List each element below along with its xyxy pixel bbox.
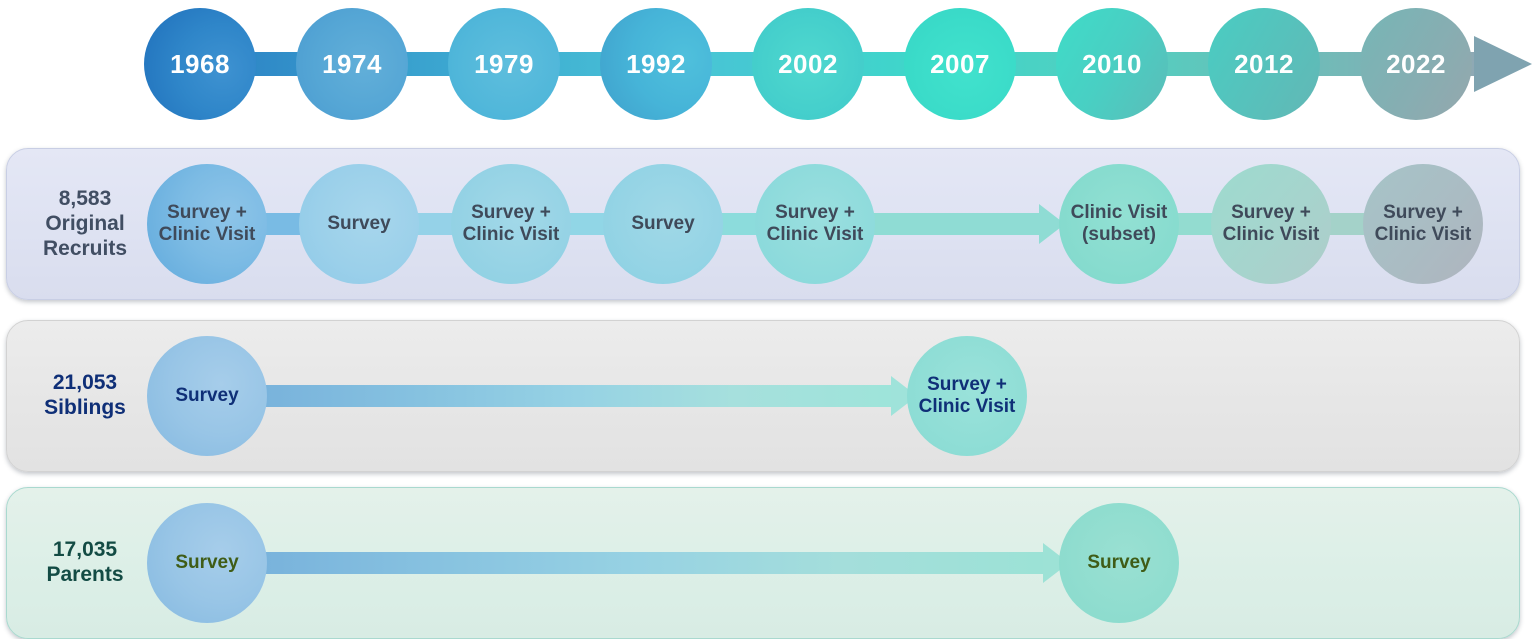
event-node-2010[interactable]: Survey [1059,503,1179,623]
event-line-1: Survey + [775,202,855,224]
cohort-label-siblings: 21,053 Siblings [21,371,149,421]
timeline-year-label: 2007 [930,48,990,79]
timeline-year-label: 2012 [1234,48,1294,79]
event-line-1: Survey + [471,202,551,224]
event-line-2: (subset) [1082,224,1156,245]
event-node-1992[interactable]: Survey [603,164,723,284]
timeline-year-2007[interactable]: 2007 [904,8,1016,120]
cohort-label-parents: 17,035 Parents [21,538,149,588]
connector-2012-2022 [1329,213,1373,235]
timeline-year-2012[interactable]: 2012 [1208,8,1320,120]
timeline-year-label: 1968 [170,48,230,79]
event-node-1968[interactable]: Survey + Clinic Visit [147,164,267,284]
event-line-1: Survey + [1383,202,1463,224]
cohort-row-parents: 17,035 Parents Survey Survey [6,487,1520,639]
event-node-2002[interactable]: Survey + Clinic Visit [755,164,875,284]
event-line-2: Clinic Visit [1222,224,1320,245]
event-line-2: Clinic Visit [1374,224,1472,245]
event-node-1979[interactable]: Survey + Clinic Visit [451,164,571,284]
event-line-1: Clinic Visit [1070,202,1168,224]
timeline-year-1974[interactable]: 1974 [296,8,408,120]
cohort-count: 17,035 [52,538,118,562]
arrow-2002-2010 [873,204,1065,244]
connector-1992-2002 [721,213,765,235]
event-line-2: Clinic Visit [766,224,864,245]
event-line-2: Clinic Visit [918,396,1016,417]
event-line-1: Survey [175,385,239,407]
event-line-2: Clinic Visit [462,224,560,245]
timeline-year-1979[interactable]: 1979 [448,8,560,120]
timeline-year-label: 2002 [778,48,838,79]
timeline-year-label: 1992 [626,48,686,79]
event-node-1968[interactable]: Survey [147,503,267,623]
timeline-year-2022[interactable]: 2022 [1360,8,1472,120]
event-node-2012[interactable]: Survey + Clinic Visit [1211,164,1331,284]
event-line-1: Survey [175,552,239,574]
cohort-group-line1: Parents [46,563,124,586]
timeline-strip: 1968 1974 1979 1992 2002 2007 2010 2012 … [0,0,1536,130]
timeline-year-label: 2022 [1386,48,1446,79]
event-node-2007[interactable]: Survey + Clinic Visit [907,336,1027,456]
event-line-1: Survey [327,213,391,235]
cohort-row-siblings: 21,053 Siblings Survey Survey + Clinic V… [6,320,1520,472]
event-node-1974[interactable]: Survey [299,164,419,284]
timeline-end-arrow-icon [1474,36,1532,92]
event-node-1968[interactable]: Survey [147,336,267,456]
connector-1974-1979 [417,213,461,235]
connector-1979-1992 [569,213,613,235]
event-line-1: Survey [631,213,695,235]
cohort-row-original-recruits: 8,583 Original Recruits Survey + Clinic … [6,148,1520,300]
event-line-1: Survey [1087,552,1151,574]
event-line-1: Survey + [1231,202,1311,224]
event-line-1: Survey + [167,202,247,224]
timeline-year-1992[interactable]: 1992 [600,8,712,120]
cohort-group-line1: Original [45,211,125,235]
timeline-year-label: 1974 [322,48,382,79]
cohort-label-original-recruits: 8,583 Original Recruits [21,187,149,261]
event-node-2022[interactable]: Survey + Clinic Visit [1363,164,1483,284]
timeline-year-label: 1979 [474,48,534,79]
cohort-count: 21,053 [52,371,118,395]
timeline-year-2010[interactable]: 2010 [1056,8,1168,120]
event-line-1: Survey + [927,374,1007,396]
cohort-group-line2: Recruits [42,236,128,260]
timeline-year-label: 2010 [1082,48,1142,79]
cohort-count: 8,583 [58,186,112,210]
cohort-group-line1: Siblings [44,396,126,419]
event-line-2: Clinic Visit [158,224,256,245]
arrow-1968-2010 [265,543,1069,583]
connector-2010-2012 [1177,213,1221,235]
connector-1968-1974 [265,213,309,235]
arrow-1968-2007 [265,376,917,416]
event-node-2010[interactable]: Clinic Visit (subset) [1059,164,1179,284]
timeline-year-1968[interactable]: 1968 [144,8,256,120]
timeline-year-2002[interactable]: 2002 [752,8,864,120]
